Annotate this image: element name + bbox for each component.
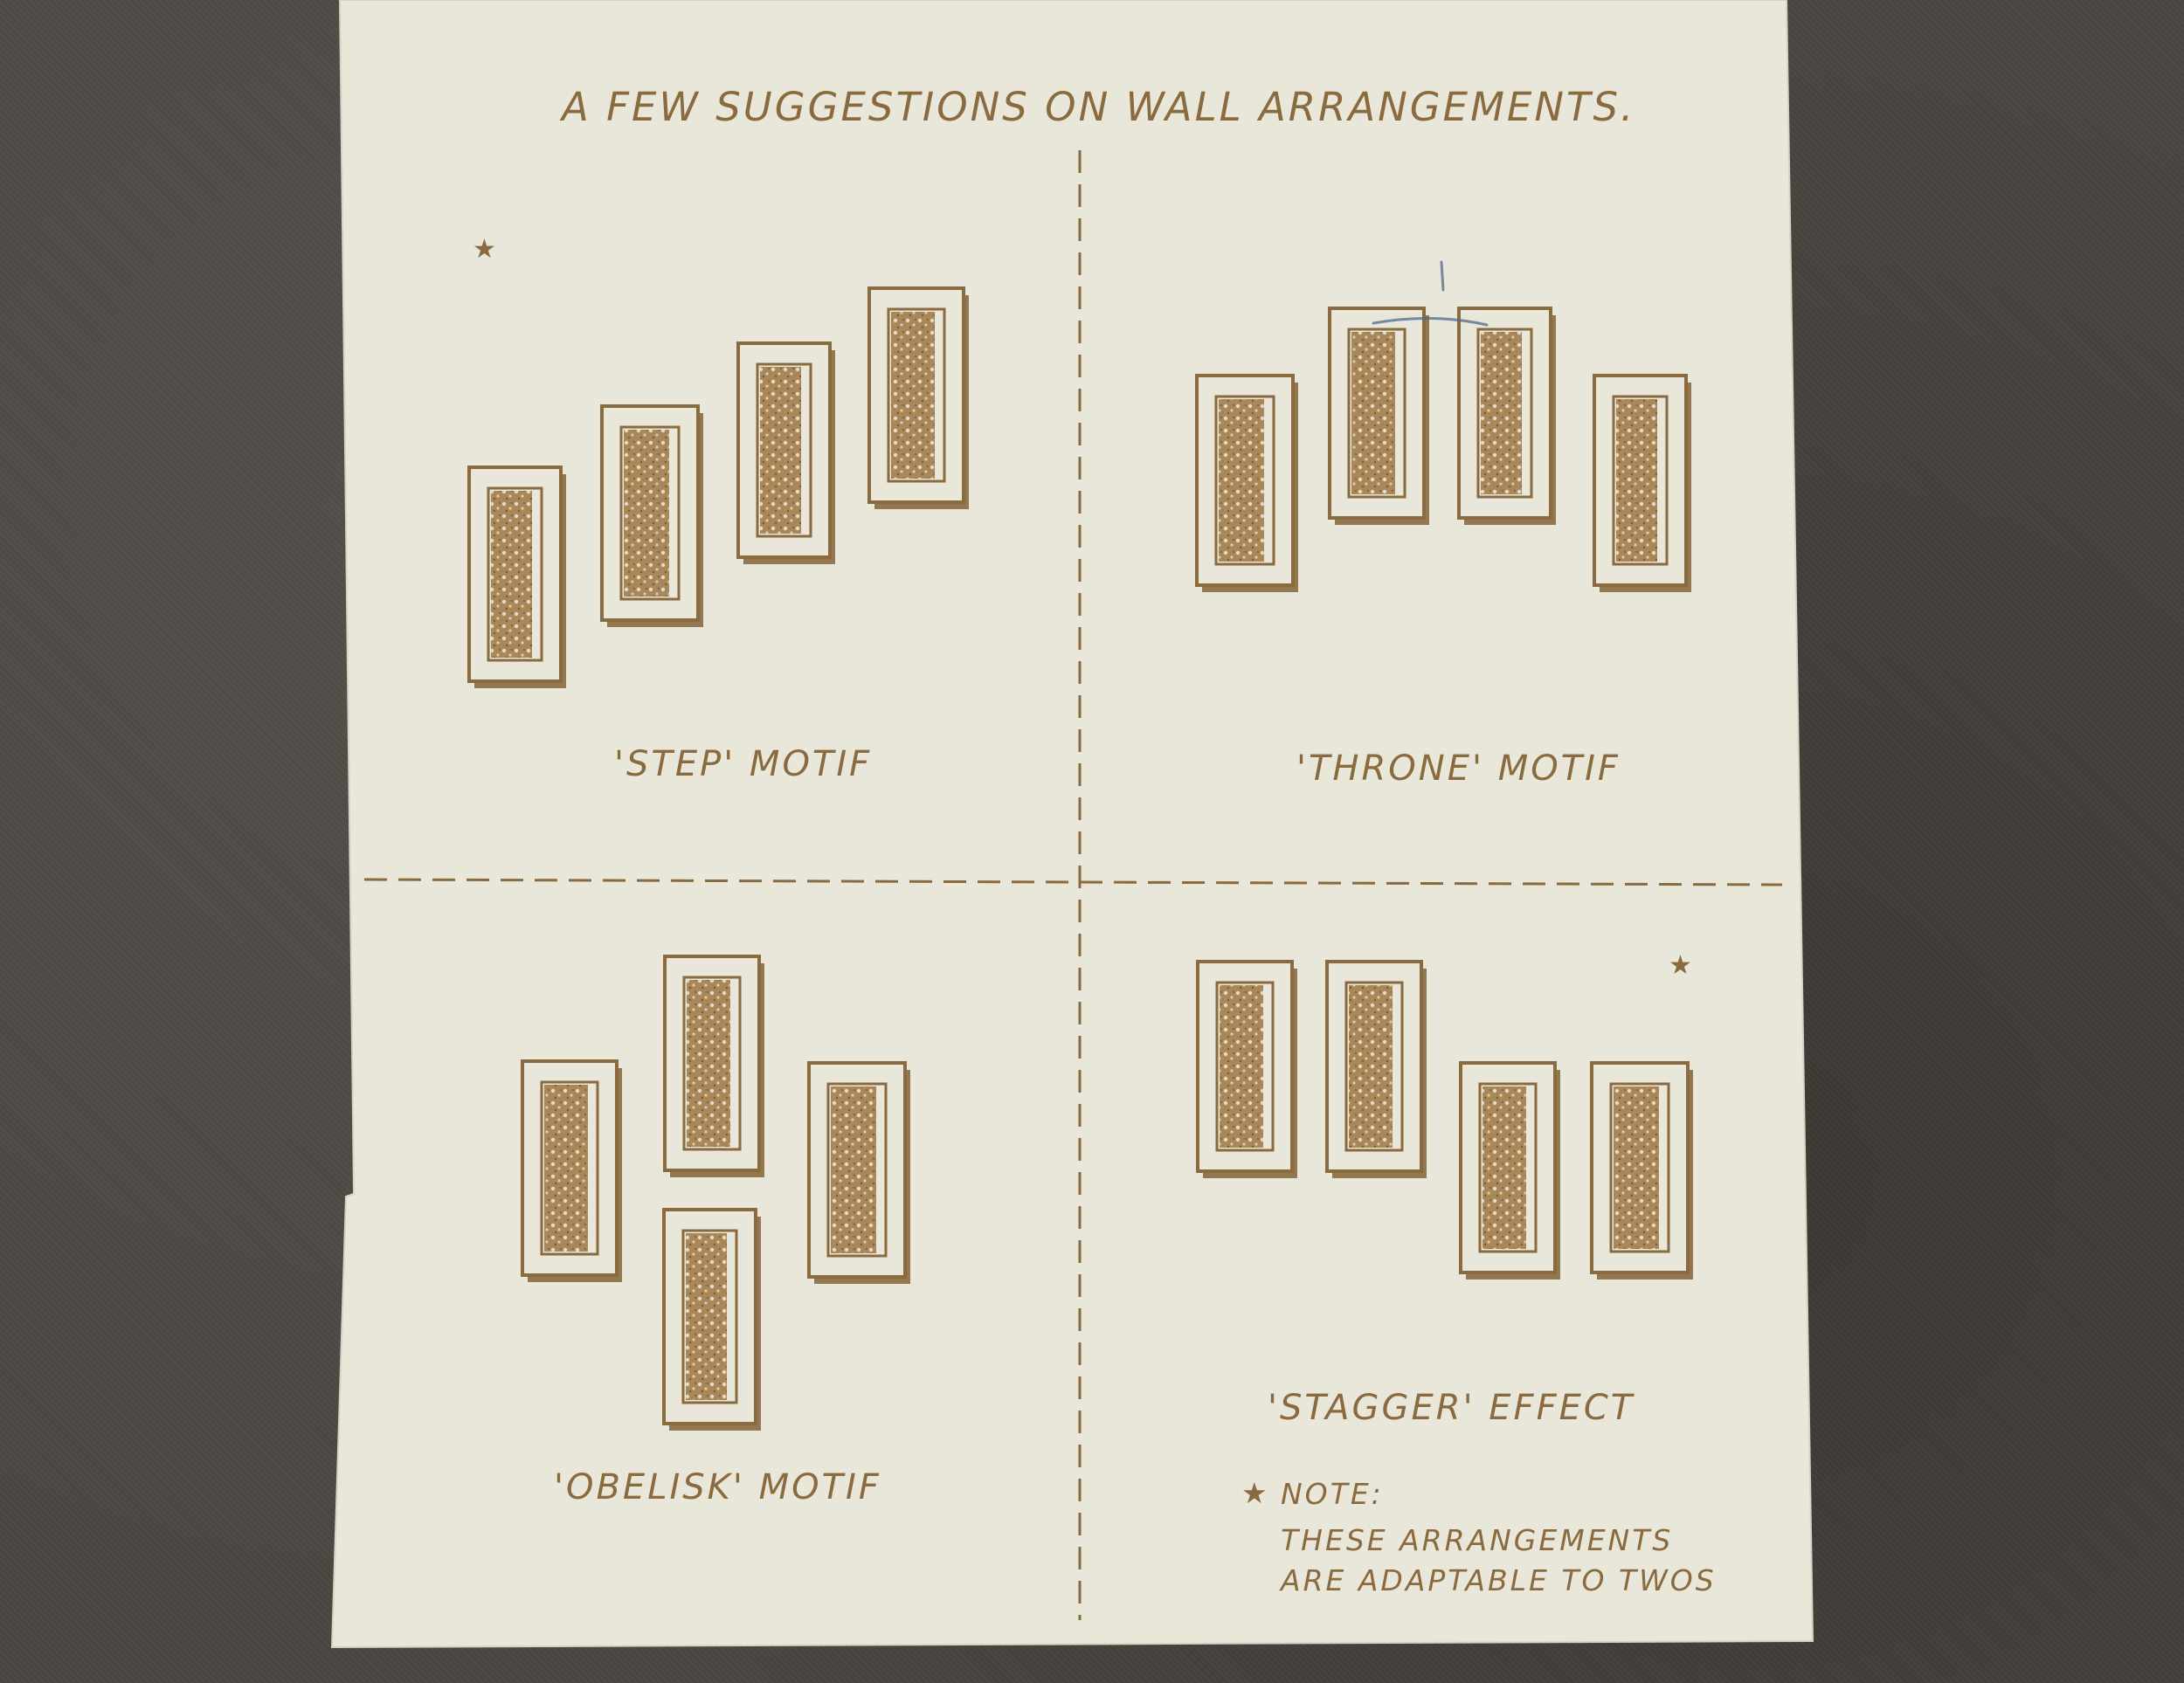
label-step-motif: 'STEP' MOTIF <box>614 744 873 784</box>
note-line-2: ARE ADAPTABLE TO TWOS <box>1281 1563 1717 1597</box>
note-title: NOTE: <box>1281 1477 1384 1511</box>
frame-step-4 <box>867 286 969 509</box>
frame-stagger-2 <box>1325 960 1427 1178</box>
note-line-1: THESE ARRANGEMENTS <box>1281 1523 1674 1557</box>
frame-step-3 <box>736 341 835 564</box>
pencil-mark <box>1372 260 1489 327</box>
label-obelisk-motif: 'OBELISK' MOTIF <box>554 1467 881 1507</box>
frame-obelisk-1 <box>521 1059 622 1282</box>
frame-stagger-4 <box>1590 1061 1693 1279</box>
frame-step-1 <box>467 466 566 688</box>
star-top-left: ★ <box>473 234 496 265</box>
card-heading: A FEW SUGGESTIONS ON WALL ARRANGEMENTS. <box>562 84 1636 130</box>
frame-throne-4 <box>1593 374 1691 592</box>
frame-step-2 <box>600 404 703 627</box>
frame-obelisk-3 <box>807 1061 910 1284</box>
frame-throne-3 <box>1457 307 1556 525</box>
frame-stagger-3 <box>1459 1061 1560 1279</box>
frame-obelisk-2 <box>663 955 764 1177</box>
frame-obelisk-4 <box>662 1208 761 1431</box>
label-stagger-effect: 'STAGGER' EFFECT <box>1268 1388 1635 1428</box>
frame-stagger-1 <box>1196 960 1297 1178</box>
label-throne-motif: 'THRONE' MOTIF <box>1296 748 1621 789</box>
note-star-marker: ★ <box>1241 1476 1270 1510</box>
frames-group <box>467 286 1693 1431</box>
frame-throne-2 <box>1328 307 1429 525</box>
frame-throne-1 <box>1195 374 1298 592</box>
star-bottom-right: ★ <box>1669 950 1692 981</box>
